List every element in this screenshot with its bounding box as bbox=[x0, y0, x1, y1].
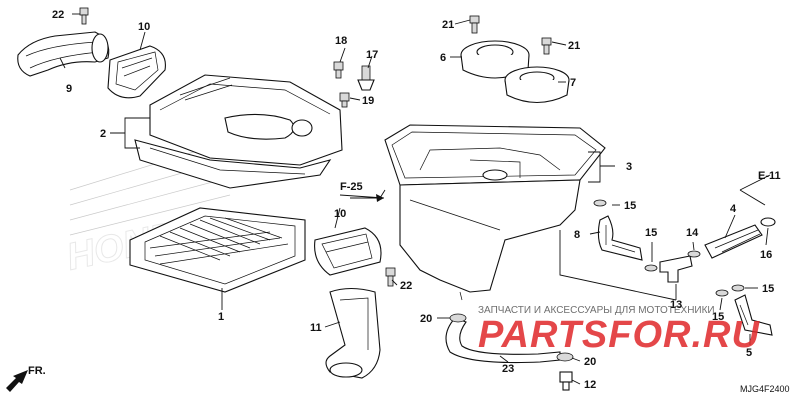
callout-21-left: 21 bbox=[442, 19, 454, 31]
bolt-part-19 bbox=[339, 92, 350, 108]
funnel-rubber-part-7 bbox=[504, 66, 570, 103]
air-cleaner-element-part-1 bbox=[129, 207, 306, 293]
callout-15-c: 15 bbox=[762, 283, 774, 295]
callout-6: 6 bbox=[440, 52, 446, 64]
callout-16: 16 bbox=[760, 249, 772, 261]
gasket-part-2 bbox=[134, 139, 332, 189]
callout-11: 11 bbox=[310, 322, 322, 334]
intake-tube-part-11 bbox=[325, 287, 381, 379]
plug-part-12 bbox=[559, 371, 573, 391]
leader-lines bbox=[59, 13, 771, 385]
callout-22-upper: 22 bbox=[52, 9, 64, 21]
callout-14: 14 bbox=[686, 227, 699, 239]
callout-8: 8 bbox=[574, 229, 580, 241]
callout-10-lower: 10 bbox=[334, 208, 346, 220]
callout-2: 2 bbox=[100, 128, 106, 140]
upper-case-part-2 bbox=[149, 74, 343, 166]
joint-part-13 bbox=[659, 255, 693, 283]
watermark-logo: PARTSFOR.RU bbox=[478, 314, 760, 356]
ref-label-fr: FR. bbox=[28, 365, 46, 377]
callout-15-b: 15 bbox=[645, 227, 657, 239]
callout-23: 23 bbox=[502, 363, 514, 375]
callout-5: 5 bbox=[746, 347, 752, 359]
callout-20-lower: 20 bbox=[584, 356, 596, 368]
callout-17: 17 bbox=[366, 49, 378, 61]
tube-part-4 bbox=[704, 224, 763, 259]
callout-15-d: 15 bbox=[712, 311, 724, 323]
callout-13: 13 bbox=[670, 299, 682, 311]
funnel-rubber-part-6 bbox=[460, 40, 530, 79]
callout-10-upper: 10 bbox=[138, 21, 150, 33]
callout-labels: 22 10 9 2 18 17 19 21 21 6 7 3 15 8 15 1… bbox=[52, 9, 774, 391]
callout-19: 19 bbox=[362, 95, 374, 107]
intake-funnel-part-10-upper bbox=[107, 45, 166, 99]
bolt-part-21-right bbox=[541, 37, 552, 55]
callout-15-a: 15 bbox=[624, 200, 636, 212]
callout-22-lower: 22 bbox=[400, 280, 412, 292]
diagram-code: MJG4F2400 bbox=[740, 384, 790, 394]
bolt-part-18 bbox=[333, 61, 344, 79]
callout-4: 4 bbox=[730, 203, 737, 215]
callout-21-right: 21 bbox=[568, 40, 580, 52]
tube-part-8 bbox=[597, 215, 643, 261]
clamp-part-20-upper bbox=[449, 313, 467, 323]
callout-20-upper: 20 bbox=[420, 313, 432, 325]
callout-1: 1 bbox=[218, 311, 224, 323]
f25-reference-arrow bbox=[339, 194, 385, 202]
clamp-part-16 bbox=[760, 217, 776, 227]
sensor-part-17 bbox=[357, 65, 375, 91]
intake-funnel-part-10-lower bbox=[314, 227, 382, 276]
ref-label-f25: F-25 bbox=[340, 181, 363, 193]
clamp-part-20-lower bbox=[556, 352, 574, 362]
ref-label-e11: E-11 bbox=[758, 170, 781, 182]
callout-18: 18 bbox=[335, 35, 347, 47]
bolt-part-22-lower bbox=[385, 267, 396, 287]
callout-9: 9 bbox=[66, 83, 72, 95]
callout-12: 12 bbox=[584, 379, 596, 391]
clamp-part-15-set bbox=[593, 199, 745, 297]
bolt-part-22-upper bbox=[79, 7, 89, 25]
callout-7: 7 bbox=[570, 77, 576, 89]
bolt-part-21-left bbox=[469, 15, 480, 34]
tube-part-5 bbox=[734, 294, 773, 336]
air-duct-part-9 bbox=[17, 31, 110, 77]
air-cleaner-housing-part-3 bbox=[384, 124, 606, 301]
fr-direction-arrow bbox=[6, 370, 28, 392]
callout-3: 3 bbox=[626, 161, 632, 173]
watermark-text: ЗАПЧАСТИ И АКСЕССУАРЫ ДЛЯ МОТОТЕХНИКИ bbox=[478, 305, 715, 316]
